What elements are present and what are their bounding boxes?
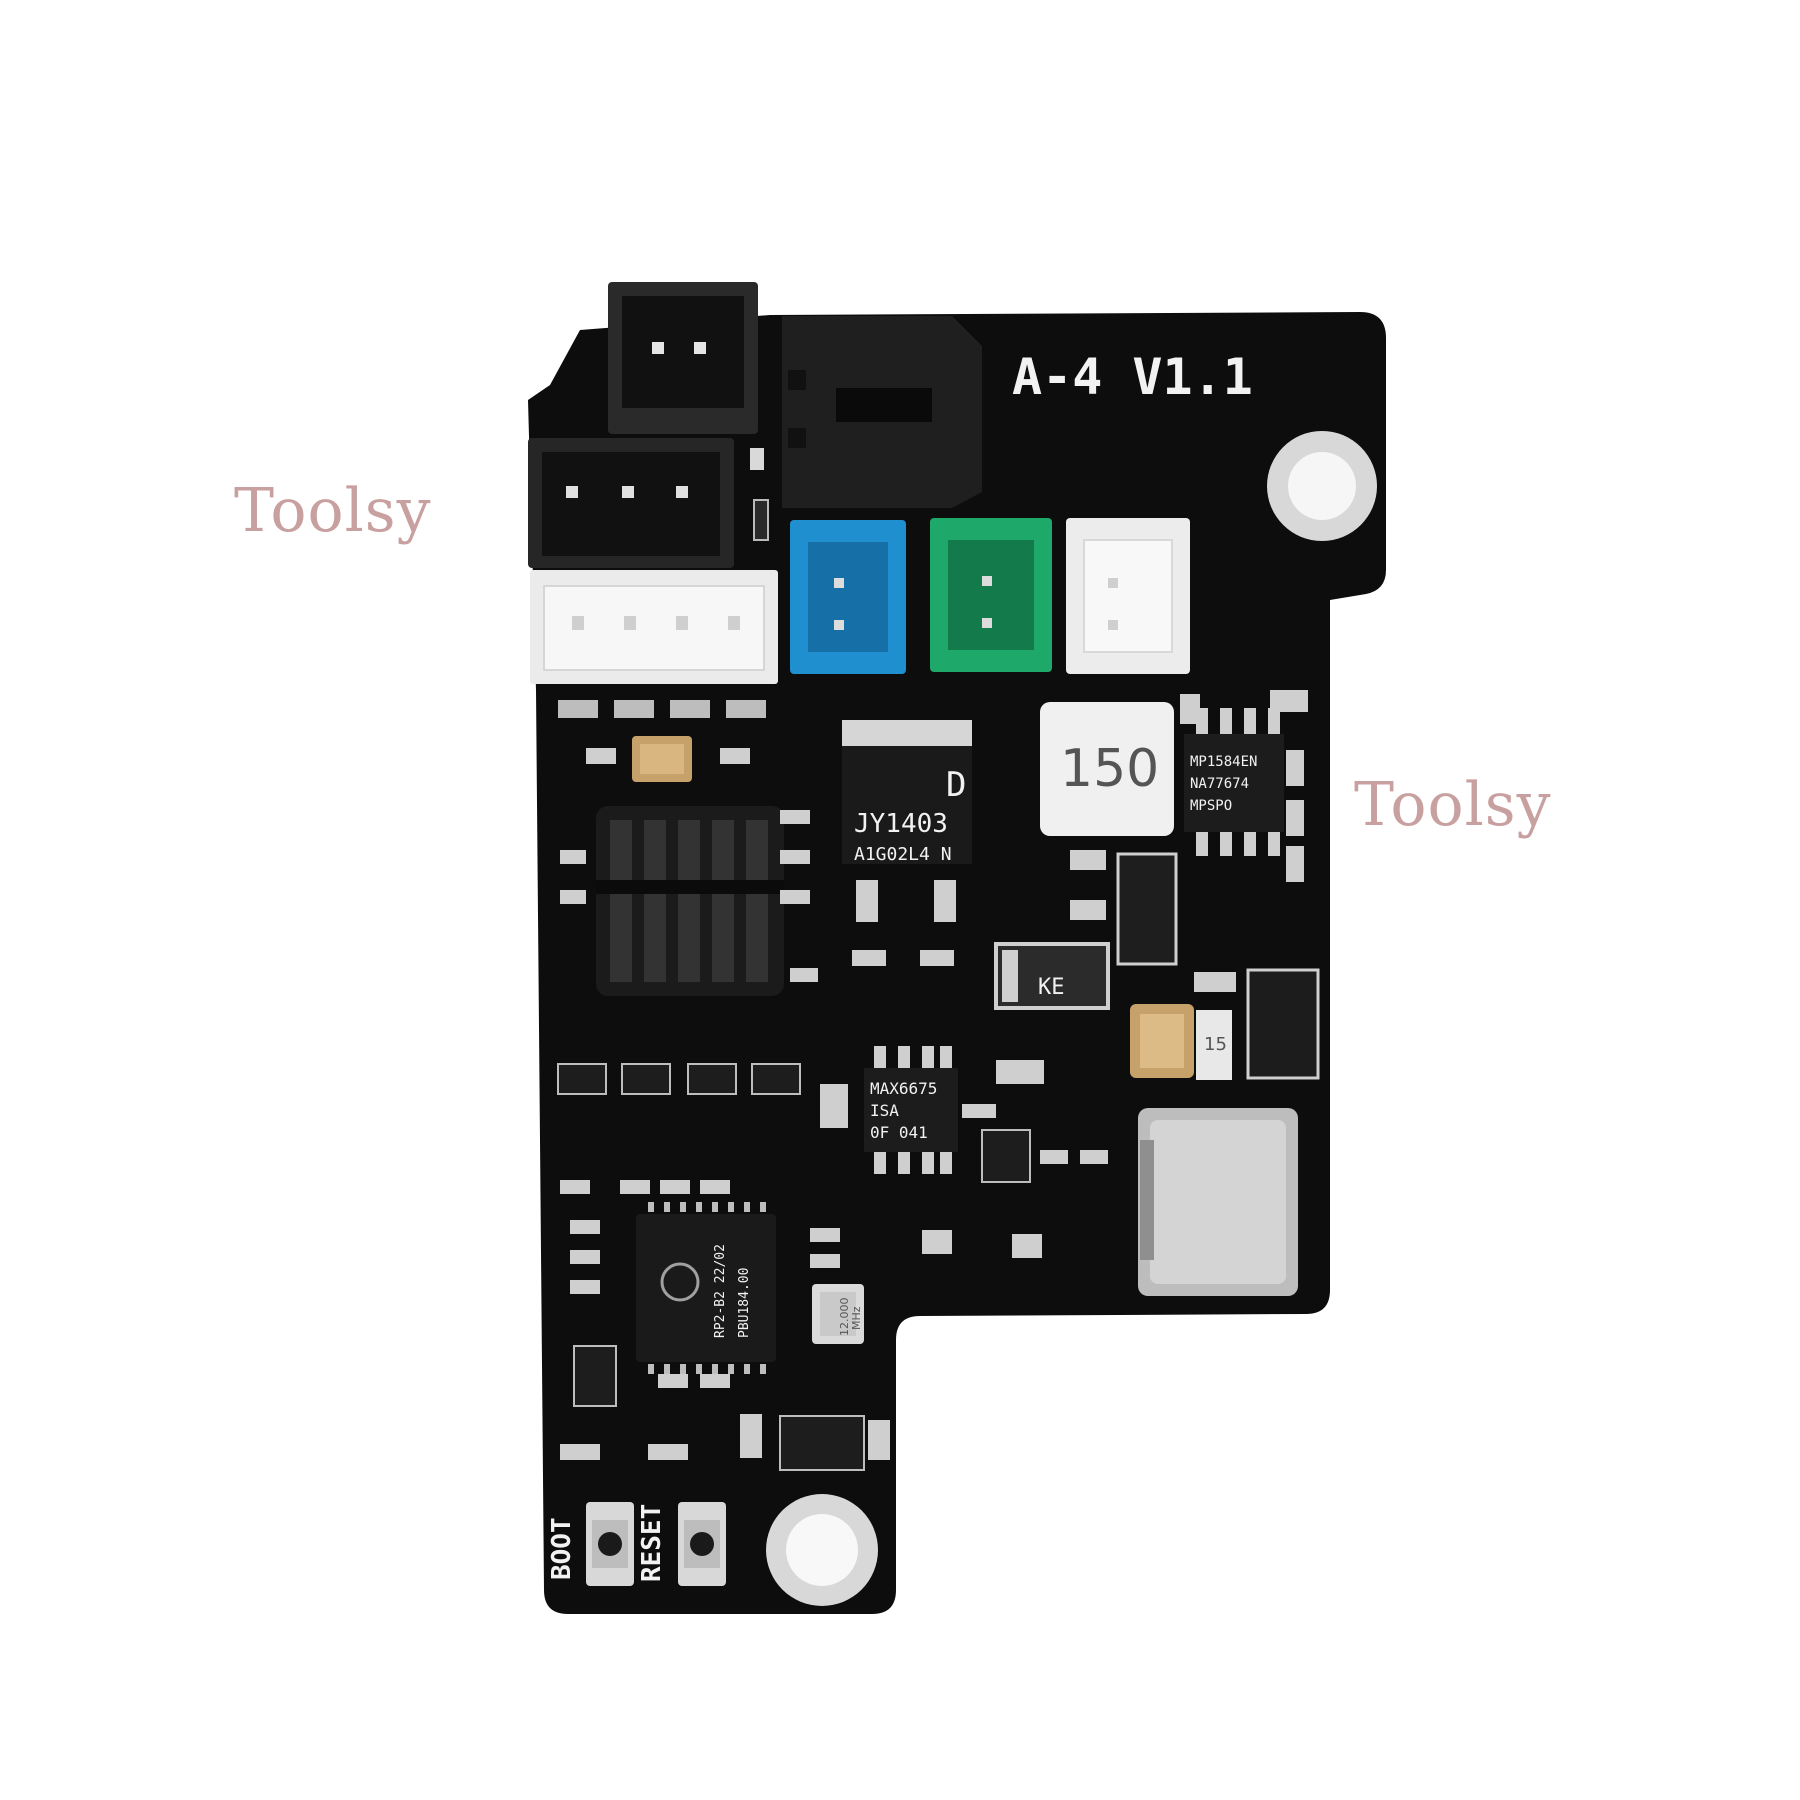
inductor-marking: 150 — [1060, 739, 1159, 799]
mosfet-marking-bot: A1G02L4 N — [854, 844, 952, 865]
thermo-ic-line-2: ISA — [870, 1101, 899, 1120]
heatsink — [596, 806, 784, 996]
board-model-label: A-4 V1.1 — [1012, 348, 1253, 406]
power-connector-black — [782, 316, 982, 508]
reset-label: RESET — [637, 1504, 667, 1582]
diode-marking: KE — [1038, 975, 1065, 1000]
mounting-hole-bottom — [766, 1494, 878, 1606]
watermark-left: Toolsy — [234, 476, 432, 546]
connector-4pin-white — [530, 570, 778, 684]
mosfet-marking-top: D — [946, 765, 966, 805]
usb-c-port — [1138, 1108, 1298, 1296]
led-indicator — [750, 448, 764, 470]
reset-button — [678, 1502, 726, 1586]
small-cap-marking: 15 — [1204, 1034, 1227, 1055]
crystal-line-1: 12.000 — [838, 1298, 851, 1337]
mcu-line-1: RP2-B2 22/02 — [713, 1244, 728, 1338]
boot-button — [586, 1502, 634, 1586]
inductor: 150 — [1040, 702, 1174, 836]
resistor-row-top-left — [558, 700, 766, 718]
connector-2pin-white — [1066, 518, 1190, 674]
small-capacitor: 15 — [1196, 1010, 1232, 1080]
crystal-line-2: MHz — [850, 1306, 863, 1330]
mounting-hole-top-right — [1267, 431, 1377, 541]
capacitor-tan-right — [1130, 1004, 1194, 1078]
thermo-ic-line-3: 0F 041 — [870, 1123, 928, 1142]
crystal-oscillator: 12.000 MHz — [812, 1284, 864, 1344]
thermo-ic-line-1: MAX6675 — [870, 1079, 937, 1098]
small-ic — [981, 1129, 1031, 1183]
buck-ic-line-1: MP1584EN — [1190, 754, 1257, 770]
power-component — [1116, 852, 1178, 966]
small-ic — [573, 1345, 617, 1407]
mcu-line-2: PBU184.00 — [737, 1268, 752, 1338]
transistor-row — [557, 1063, 801, 1095]
thermocouple-ic: MAX6675 ISA 0F 041 — [864, 1046, 958, 1174]
diode: KE — [994, 942, 1110, 1010]
buck-ic-line-3: MPSPO — [1190, 798, 1232, 814]
passive-components — [560, 690, 1308, 1460]
mosfet-dpak: D JY1403 A1G02L4 N — [842, 720, 972, 922]
capacitor-tan — [632, 736, 692, 782]
connector-2pin-blue — [790, 520, 906, 674]
small-mosfet — [779, 1415, 865, 1471]
raspberry-logo-icon — [660, 1262, 700, 1302]
buck-ic-line-2: NA77674 — [1190, 776, 1249, 792]
fan-connector-3pin-black — [528, 438, 734, 568]
mosfet-marking-mid: JY1403 — [854, 809, 948, 839]
connector-2pin-green — [930, 518, 1052, 672]
led-indicator — [753, 499, 769, 541]
fan-connector-2pin-black — [608, 282, 758, 434]
schottky-diode — [1246, 968, 1320, 1080]
watermark-right: Toolsy — [1354, 770, 1552, 840]
mcu-chip: RP2-B2 22/02 PBU184.00 — [636, 1202, 776, 1374]
boot-label: BOOT — [547, 1517, 577, 1580]
buck-converter-ic: MP1584EN NA77674 MPSPO — [1184, 708, 1284, 856]
